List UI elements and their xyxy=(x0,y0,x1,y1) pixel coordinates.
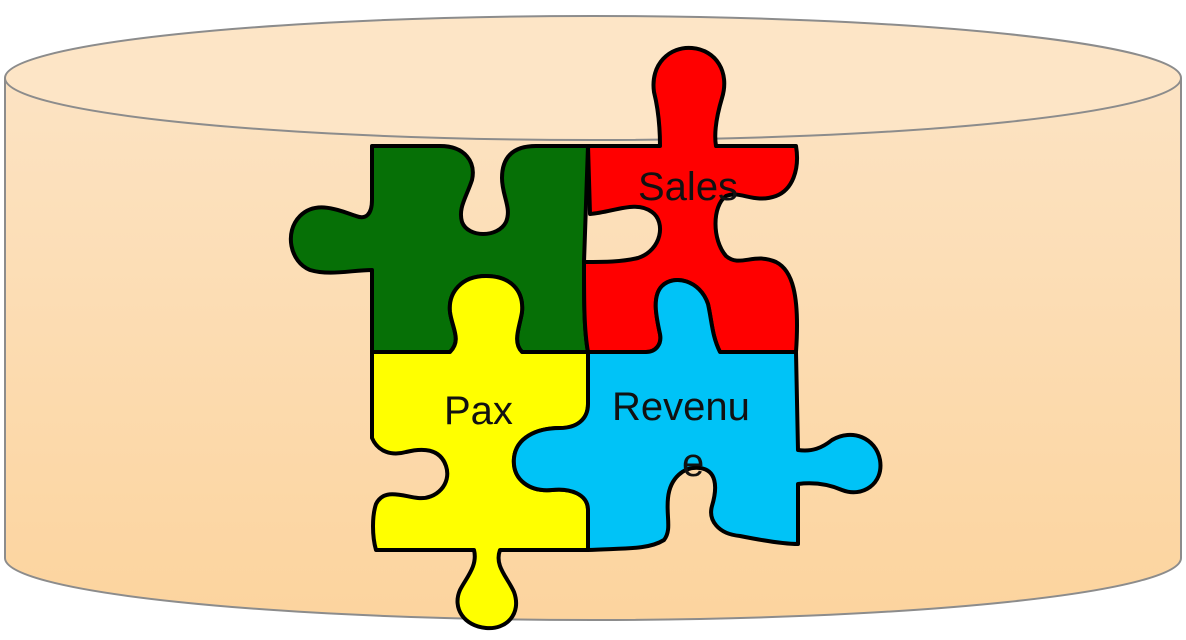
revenue-label-line2: e xyxy=(682,441,704,485)
revenue-label-line1: Revenu xyxy=(612,385,750,429)
pax-label: Pax xyxy=(444,389,513,433)
sales-label: Sales xyxy=(638,165,738,209)
puzzle-piece-blue xyxy=(511,278,883,552)
puzzle-piece-red xyxy=(582,45,800,354)
puzzle-piece-yellow xyxy=(370,274,590,631)
cylinder-top xyxy=(4,15,1182,141)
